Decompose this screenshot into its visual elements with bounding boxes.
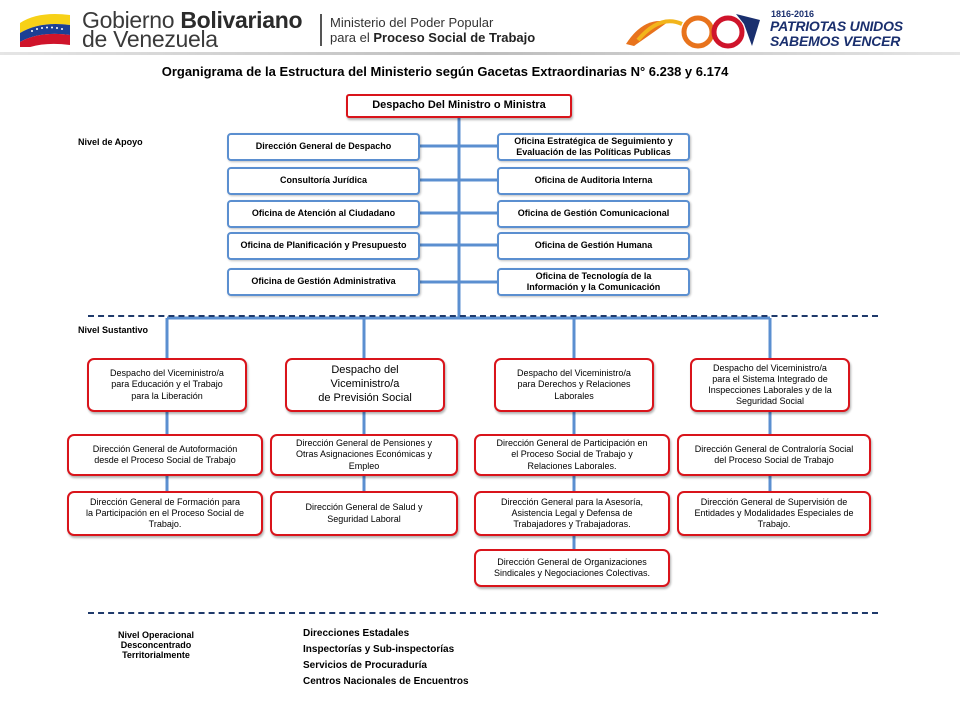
operational-list: Direcciones Estadales Inspectorías y Sub…: [303, 626, 469, 690]
government-name-line2: de Venezuela: [82, 26, 218, 52]
support-box-left: Consultoría Jurídica: [227, 167, 420, 195]
years-label: 1816-2016: [771, 9, 815, 19]
header-rule: [0, 52, 960, 55]
support-box-left: Oficina de Planificación y Presupuesto: [227, 232, 420, 260]
support-box-left: Oficina de Gestión Administrativa: [227, 268, 420, 296]
list-item: Centros Nacionales de Encuentros: [303, 676, 469, 687]
list-item: Servicios de Procuraduría: [303, 660, 427, 671]
venezuela-flag-icon: [20, 14, 70, 47]
support-box-right: Oficina de Gestión Humana: [497, 232, 690, 260]
minister-office-box: Despacho Del Ministro o Ministra: [346, 94, 572, 118]
slogan-line2: SABEMOS VENCER: [770, 33, 901, 49]
support-box-left: Dirección General de Despacho: [227, 133, 420, 161]
ministry-name-line2: para el Proceso Social de Trabajo: [330, 30, 536, 45]
slogan-line1: PATRIOTAS UNIDOS: [770, 18, 903, 34]
level-label-apoyo: Nivel de Apoyo: [78, 137, 143, 147]
support-box-right: Oficina de Auditoria Interna: [497, 167, 690, 195]
level-label-sustantivo: Nivel Sustantivo: [78, 325, 149, 335]
directorate-box: Dirección General para la Asesoría,Asist…: [474, 491, 670, 536]
support-box-right: Oficina de Gestión Comunicacional: [497, 200, 690, 228]
level-divider-2: [88, 612, 878, 614]
bicentennial-logo-icon: [626, 14, 760, 49]
header-divider: [320, 14, 322, 46]
header-banner: Gobierno Bolivariano de Venezuela Minist…: [0, 0, 960, 58]
list-item: Direcciones Estadales: [303, 628, 410, 639]
level-divider-1: [88, 315, 878, 317]
ministry-name-line1: Ministerio del Poder Popular: [330, 15, 494, 30]
list-item: Inspectorías y Sub-inspectorías: [303, 644, 455, 655]
government-name-line1: Gobierno Bolivariano: [82, 7, 303, 33]
level-label-operacional: Nivel Operacional Desconcentrado Territo…: [117, 630, 195, 660]
page-title: Organigrama de la Estructura del Ministe…: [161, 64, 729, 79]
support-box-left: Oficina de Atención al Ciudadano: [227, 200, 420, 228]
